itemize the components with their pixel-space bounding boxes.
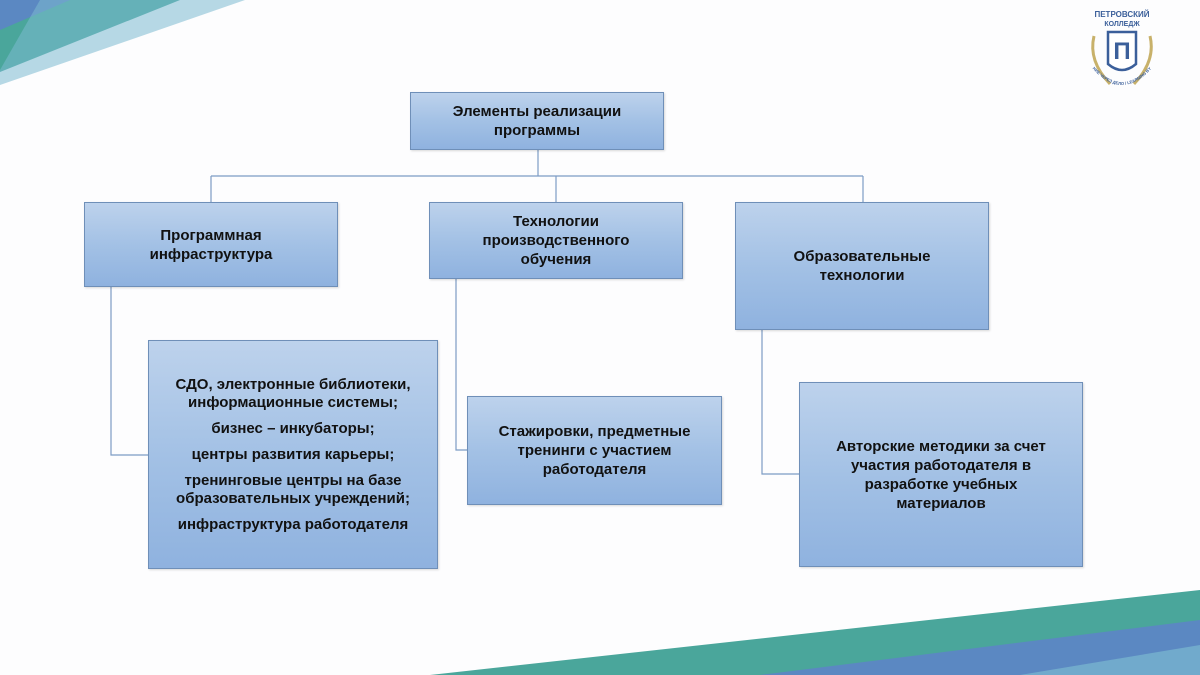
- root-node: Элементы реализации программы: [410, 92, 664, 150]
- logo-line1: ПЕТРОВСКИЙ: [1094, 10, 1149, 19]
- branch-node-3: Образовательные технологии: [735, 202, 989, 330]
- detail-node-1: СДО, электронные библиотеки, информацион…: [148, 340, 438, 569]
- detail-1-line-5: инфраструктура работодателя: [177, 515, 409, 533]
- connector-branch-2-detail: [455, 279, 467, 451]
- branch-label-1: Программная инфраструктура: [149, 226, 273, 263]
- branch-label-3: Образовательные технологии: [793, 248, 931, 284]
- detail-3-line-1: Авторские методики за счет участия работ…: [836, 437, 1046, 512]
- detail-node-3: Авторские методики за счет участия работ…: [799, 382, 1083, 567]
- logo-laurel-left: [1091, 35, 1112, 86]
- logo-laurel-right: [1132, 35, 1153, 86]
- top-left-stripe-light: [0, 0, 245, 85]
- detail-1-line-3: центры развития карьеры;: [191, 445, 395, 463]
- bottom-right-stripe-light: [1020, 645, 1200, 675]
- logo-line2: КОЛЛЕДЖ: [1104, 21, 1140, 28]
- detail-node-2: Стажировки, предметные тренинги с участи…: [467, 396, 722, 505]
- branch-node-2: Технологии производственного обучения: [429, 202, 683, 279]
- branch-node-1: Программная инфраструктура: [84, 202, 338, 287]
- detail-1-line-1: СДО, электронные библиотеки, информацион…: [175, 375, 411, 411]
- college-logo: ПЕТРОВСКИЙ КОЛЛЕДЖ П ОБУЧЕНИЕ ЧЕРЕЗ ДЕЛО…: [1080, 6, 1153, 86]
- detail-1-line-2: бизнес – инкубаторы;: [211, 419, 375, 437]
- bottom-right-stripe-blue: [760, 620, 1200, 675]
- logo-initial: П: [1113, 38, 1130, 65]
- branch-label-2: Технологии производственного обучения: [482, 213, 630, 268]
- root-label: Элементы реализации программы: [452, 103, 622, 139]
- detail-2-line-1: Стажировки, предметные тренинги с участи…: [498, 423, 691, 478]
- detail-1-line-4: тренинговые центры на базе образовательн…: [176, 471, 410, 507]
- connector-branch-3-detail: [761, 330, 799, 475]
- connector-branch-1-detail: [110, 287, 148, 456]
- logo-shield: [1106, 30, 1138, 72]
